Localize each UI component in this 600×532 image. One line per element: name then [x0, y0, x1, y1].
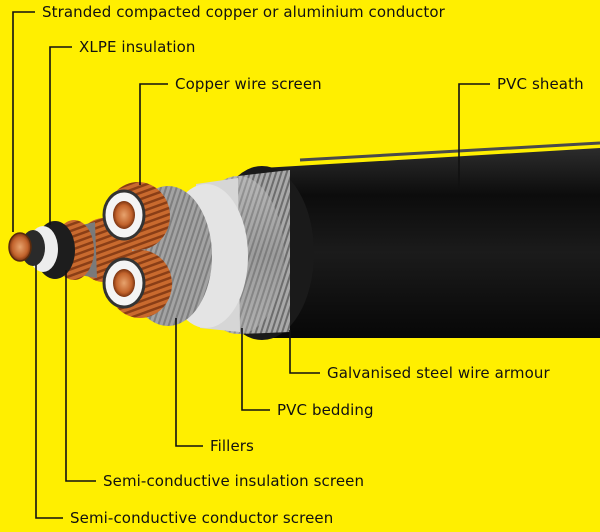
- label-pvc-sheath: PVC sheath: [497, 75, 584, 93]
- leader-armour: [289, 330, 320, 374]
- leader-fillers: [175, 318, 203, 447]
- label-fillers: Fillers: [210, 437, 254, 455]
- label-conductor: Stranded compacted copper or aluminium c…: [42, 3, 445, 21]
- stepped-core: [8, 220, 97, 280]
- core-cross-sections: [102, 189, 146, 309]
- label-semi-conductive-insulation-screen: Semi-conductive insulation screen: [103, 472, 365, 490]
- leader-copper-screen: [139, 83, 168, 185]
- label-pvc-bedding: PVC bedding: [277, 401, 374, 419]
- label-xlpe-insulation: XLPE insulation: [79, 38, 196, 56]
- leader-bedding: [241, 328, 270, 411]
- label-copper-wire-screen: Copper wire screen: [175, 75, 322, 93]
- label-semi-conductive-conductor-screen: Semi-conductive conductor screen: [70, 509, 334, 527]
- leader-pvc-sheath: [458, 83, 490, 190]
- leader-conductor-screen: [35, 265, 63, 519]
- leader-lines: [12, 11, 490, 519]
- leader-conductor: [12, 11, 35, 232]
- label-galvanised-steel-wire-armour: Galvanised steel wire armour: [327, 364, 550, 382]
- leader-xlpe: [49, 46, 72, 225]
- leader-insulation-screen: [65, 270, 96, 482]
